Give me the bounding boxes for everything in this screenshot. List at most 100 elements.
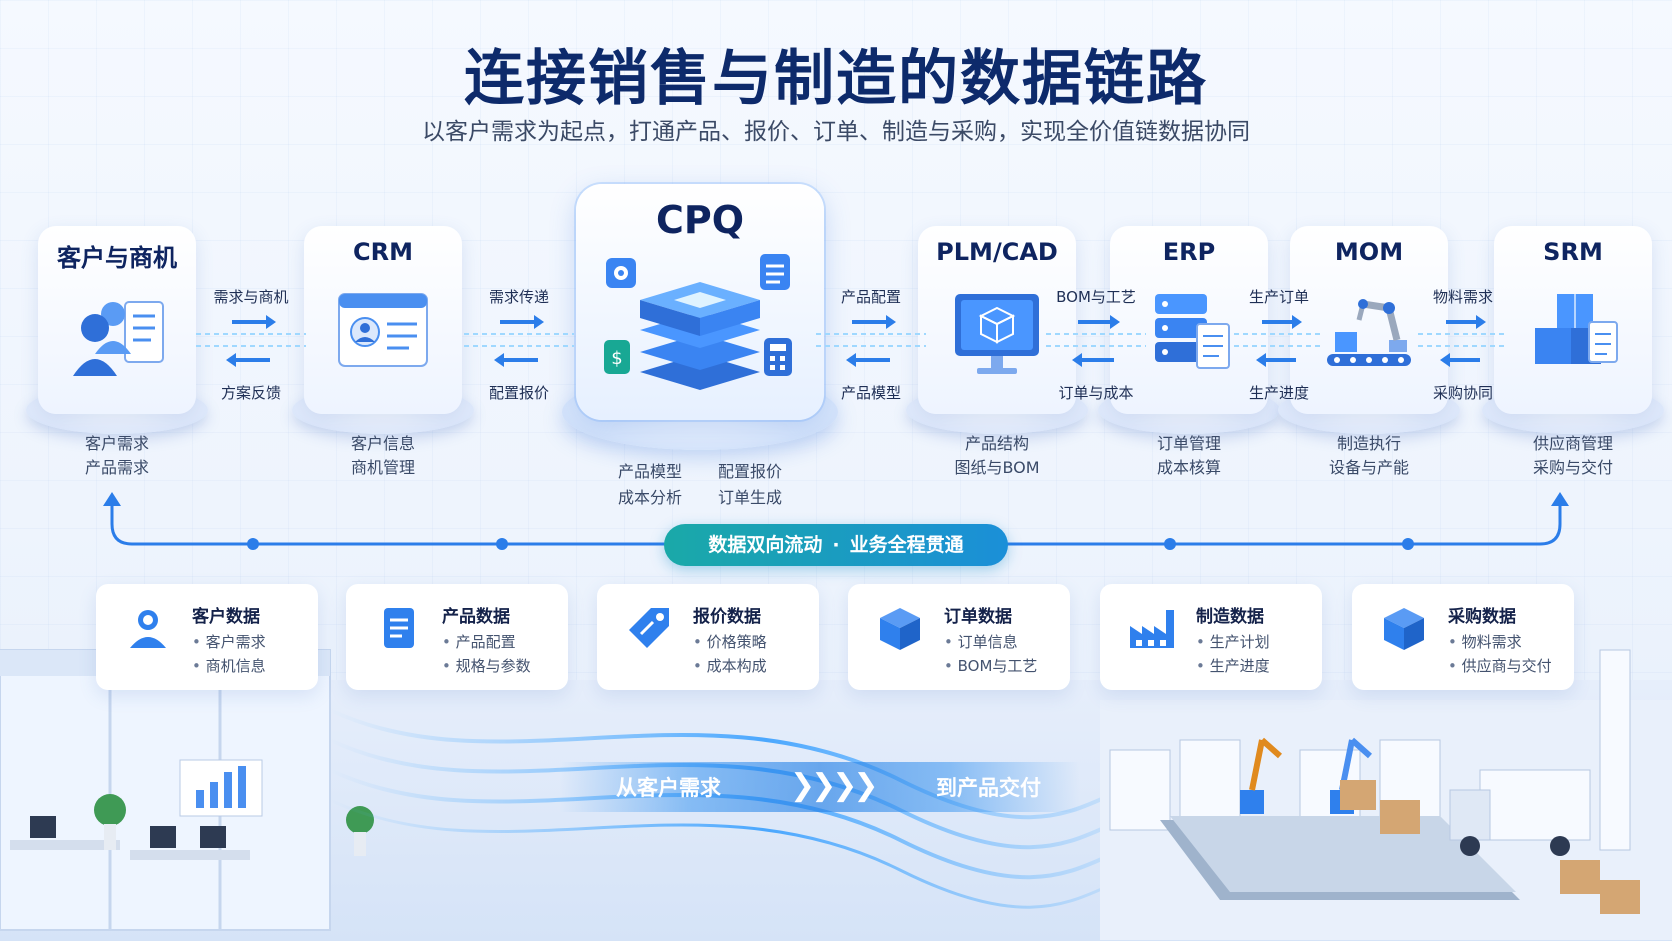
desc-line: 采购与交付 bbox=[1532, 458, 1613, 477]
user-icon bbox=[130, 610, 166, 648]
data-card-order[interactable]: 订单数据 订单信息 BOM与工艺 bbox=[848, 584, 1070, 690]
desc-line: 订单生成 bbox=[717, 488, 782, 507]
data-card-list: 客户需求 商机信息 bbox=[192, 630, 266, 678]
node-plm-desc: 产品结构 图纸与BOM bbox=[912, 432, 1082, 480]
data-card-procurement[interactable]: 采购数据 物料需求 供应商与交付 bbox=[1352, 584, 1574, 690]
bidirectional-arrows-icon bbox=[1046, 315, 1146, 367]
data-card-item: 供应商与交付 bbox=[1448, 654, 1552, 678]
banner-left-text: 从客户需求 bbox=[616, 776, 721, 800]
node-label: 客户与商机 bbox=[57, 244, 177, 272]
server-stack-icon bbox=[1155, 294, 1230, 369]
node-mom[interactable]: MOM bbox=[1278, 226, 1460, 434]
data-card-item: 生产进度 bbox=[1196, 654, 1270, 678]
chevrons-icon: ❯❯❯❯ bbox=[790, 768, 879, 803]
node-customer-opportunity[interactable]: 客户与商机 bbox=[26, 226, 208, 434]
node-card bbox=[1290, 226, 1448, 414]
package-icon bbox=[1384, 608, 1424, 650]
flow-left-text: 数据双向流动 bbox=[708, 534, 823, 556]
desc-line: 制造执行 bbox=[1336, 434, 1401, 453]
data-card-list: 订单信息 BOM与工艺 bbox=[944, 630, 1038, 678]
desc-line: 成本核算 bbox=[1156, 458, 1221, 477]
connector-bottom-label: 生产进度 bbox=[1248, 384, 1309, 402]
desc-line: 产品需求 bbox=[84, 458, 149, 477]
data-card-item: 订单信息 bbox=[944, 630, 1037, 654]
desc-line: 商机管理 bbox=[350, 458, 415, 477]
desc-line: 客户需求 bbox=[84, 434, 149, 453]
connector-plm-erp: BOM与工艺 订单与成本 bbox=[1046, 286, 1146, 406]
customer-group-icon bbox=[73, 301, 164, 376]
connector-bottom-label: 方案反馈 bbox=[220, 384, 281, 402]
connector-top-label: BOM与工艺 bbox=[1056, 288, 1136, 306]
connector-crm-cpq: 需求传递 配置报价 bbox=[464, 286, 574, 406]
banner-right-text: 到产品交付 bbox=[936, 776, 1041, 800]
data-card-quote[interactable]: 报价数据 价格策略 成本构成 bbox=[597, 584, 819, 690]
supply-boxes-icon bbox=[1535, 294, 1618, 364]
node-cpq[interactable]: CPQ $ bbox=[562, 184, 838, 450]
cube-icon bbox=[880, 608, 920, 650]
connector-bottom-label: 订单与成本 bbox=[1058, 384, 1134, 402]
desc-line: 设备与产能 bbox=[1328, 458, 1409, 477]
data-card-list: 生产计划 生产进度 bbox=[1196, 630, 1270, 678]
data-card-list: 产品配置 规格与参数 bbox=[442, 630, 531, 678]
document-icon bbox=[384, 608, 414, 648]
desc-line: 客户信息 bbox=[350, 434, 415, 453]
bidirectional-arrows-icon bbox=[1234, 315, 1324, 367]
data-card-item: 客户需求 bbox=[192, 630, 266, 654]
bidirectional-arrows-icon bbox=[196, 315, 306, 367]
data-card-item: 成本构成 bbox=[693, 654, 767, 678]
connector-bottom-label: 采购协同 bbox=[1432, 384, 1493, 402]
page-title: 连接销售与制造的数据链路 bbox=[464, 44, 1208, 114]
connector-top-label: 物料需求 bbox=[1432, 288, 1493, 306]
node-crm-desc: 客户信息 商机管理 bbox=[298, 432, 468, 480]
node-customer-desc: 客户需求 产品需求 bbox=[32, 432, 202, 480]
node-label: PLM/CAD bbox=[936, 238, 1058, 266]
node-cpq-desc: 产品模型 配置报价 成本分析 订单生成 bbox=[600, 460, 800, 510]
data-card-item: 生产计划 bbox=[1196, 630, 1270, 654]
node-crm[interactable]: CRM bbox=[292, 226, 474, 434]
connector-erp-mom: 生产订单 生产进度 bbox=[1234, 286, 1324, 406]
flow-right-text: 业务全程贯通 bbox=[849, 534, 964, 556]
connector-top-label: 需求与商机 bbox=[213, 288, 289, 306]
data-card-title: 采购数据 bbox=[1448, 607, 1516, 627]
factory-icon bbox=[1130, 610, 1174, 648]
node-plm-cad[interactable]: PLM/CAD bbox=[906, 226, 1088, 434]
node-erp[interactable]: ERP bbox=[1098, 226, 1280, 434]
desc-line: 配置报价 bbox=[717, 462, 782, 481]
desc-line: 订单管理 bbox=[1156, 434, 1221, 453]
desc-line: 供应商管理 bbox=[1532, 434, 1613, 453]
connector-top-label: 生产订单 bbox=[1248, 288, 1309, 306]
node-label: SRM bbox=[1543, 238, 1603, 266]
data-card-product[interactable]: 产品数据 产品配置 规格与参数 bbox=[346, 584, 568, 690]
bidirectional-arrows-icon bbox=[464, 315, 574, 367]
connector-cpq-plm: 产品配置 产品模型 bbox=[816, 286, 926, 406]
bidirectional-arrows-icon bbox=[816, 315, 926, 367]
cpq-stack-icon: $ bbox=[604, 254, 792, 390]
node-erp-desc: 订单管理 成本核算 bbox=[1104, 432, 1274, 480]
connector-customer-crm: 需求与商机 方案反馈 bbox=[196, 286, 306, 406]
office-room bbox=[0, 649, 374, 931]
node-label: CRM bbox=[353, 238, 413, 266]
data-card-item: 物料需求 bbox=[1448, 630, 1552, 654]
data-card-item: 价格策略 bbox=[693, 630, 767, 654]
data-card-manufacturing[interactable]: 制造数据 生产计划 生产进度 bbox=[1100, 584, 1322, 690]
connector-top-label: 需求传递 bbox=[488, 288, 549, 306]
node-mom-desc: 制造执行 设备与产能 bbox=[1284, 432, 1454, 480]
node-srm[interactable]: SRM bbox=[1482, 226, 1664, 434]
data-card-title: 产品数据 bbox=[442, 607, 510, 627]
factory-floor bbox=[1100, 649, 1672, 940]
data-card-item: 规格与参数 bbox=[442, 654, 531, 678]
customer-to-delivery-banner: 从客户需求 ❯❯❯❯ 到产品交付 bbox=[560, 762, 1080, 812]
desc-line: 产品结构 bbox=[964, 434, 1029, 453]
bidirectional-arrows-icon bbox=[1418, 315, 1508, 367]
flow-separator: · bbox=[832, 534, 840, 556]
node-label: MOM bbox=[1334, 238, 1404, 266]
price-tag-icon bbox=[629, 608, 669, 648]
connector-bottom-label: 配置报价 bbox=[488, 384, 549, 402]
data-card-customer[interactable]: 客户数据 客户需求 商机信息 bbox=[96, 584, 318, 690]
data-card-title: 报价数据 bbox=[693, 607, 761, 627]
connector-mom-srm: 物料需求 采购协同 bbox=[1418, 286, 1508, 406]
monitor-cube-icon bbox=[955, 294, 1039, 374]
data-card-list: 价格策略 成本构成 bbox=[693, 630, 767, 678]
data-card-item: 产品配置 bbox=[442, 630, 531, 654]
connector-bottom-label: 产品模型 bbox=[840, 384, 901, 402]
